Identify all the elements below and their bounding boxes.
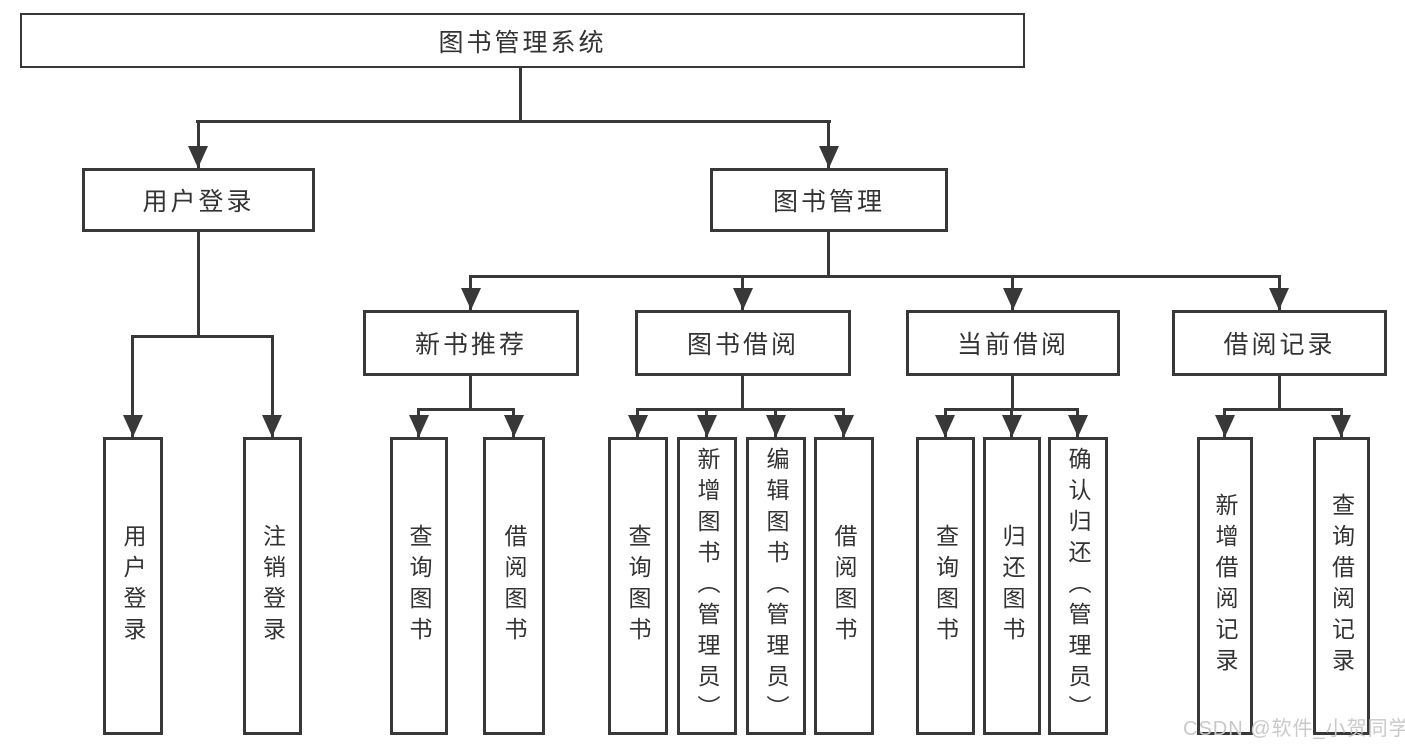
connector-line — [417, 408, 515, 411]
connector-line — [1011, 376, 1014, 408]
connector-line — [271, 335, 274, 437]
connector-line — [741, 376, 744, 408]
leaf-user-login: 用户登录 — [103, 437, 163, 735]
arrowhead-icon — [1068, 415, 1088, 437]
connector-line — [827, 232, 830, 275]
leaf-confirm-return-admin: 确认归还（管理员） — [1048, 437, 1108, 735]
node-borrow-records-label: 借阅记录 — [1223, 331, 1336, 359]
connector-line — [131, 335, 134, 437]
leaf-query-books-borrowing: 查询图书 — [608, 437, 668, 735]
leaf-query-borrow-record: 查询借阅记录 — [1313, 437, 1370, 735]
connector-line — [469, 376, 472, 408]
arrowhead-icon — [262, 415, 282, 437]
leaf-return-books-label: 归还图书 — [999, 524, 1025, 648]
node-book-borrowing: 图书借阅 — [635, 310, 851, 376]
arrowhead-icon — [1002, 415, 1022, 437]
node-user-login: 用户登录 — [82, 168, 315, 232]
arrowhead-icon — [766, 415, 786, 437]
leaf-add-books-admin-label: 新增图书（管理员） — [694, 446, 720, 726]
connector-line — [197, 232, 200, 335]
node-library-system: 图书管理系统 — [20, 13, 1025, 68]
leaf-confirm-return-admin-label: 确认归还（管理员） — [1065, 446, 1091, 726]
arrowhead-icon — [733, 288, 753, 310]
connector-line — [197, 120, 200, 168]
leaf-query-books-recommend-label: 查询图书 — [406, 524, 432, 648]
connector-line — [131, 335, 274, 338]
arrowhead-icon — [1215, 415, 1235, 437]
connector-line — [636, 408, 845, 411]
leaf-logout-label: 注销登录 — [259, 524, 286, 648]
arrowhead-icon — [1003, 288, 1023, 310]
leaf-add-borrow-record: 新增借阅记录 — [1197, 437, 1253, 735]
leaf-borrow-books-recommend: 借阅图书 — [483, 437, 545, 735]
connector-line — [827, 120, 830, 168]
arrowhead-icon — [1269, 288, 1289, 310]
node-library-system-label: 图书管理系统 — [438, 28, 607, 57]
leaf-query-books-recommend: 查询图书 — [390, 437, 448, 735]
node-user-login-label: 用户登录 — [142, 188, 255, 216]
arrowhead-icon — [834, 415, 854, 437]
connector-line — [1223, 408, 1343, 411]
node-current-borrowing-label: 当前借阅 — [956, 331, 1069, 359]
leaf-edit-books-admin-label: 编辑图书（管理员） — [763, 446, 789, 726]
connector-line — [519, 67, 522, 120]
arrowhead-icon — [1331, 415, 1351, 437]
leaf-query-books-current: 查询图书 — [916, 437, 975, 735]
leaf-user-login-label: 用户登录 — [120, 524, 146, 648]
leaf-return-books: 归还图书 — [983, 437, 1041, 735]
node-new-book-recommend-label: 新书推荐 — [414, 331, 527, 359]
leaf-borrow-books: 借阅图书 — [814, 437, 874, 735]
leaf-edit-books-admin: 编辑图书（管理员） — [746, 437, 806, 735]
leaf-add-borrow-record-label: 新增借阅记录 — [1212, 493, 1238, 679]
leaf-query-books-current-label: 查询图书 — [932, 524, 959, 648]
leaf-query-books-borrowing-label: 查询图书 — [625, 524, 651, 648]
arrowhead-icon — [504, 415, 524, 437]
arrowhead-icon — [697, 415, 717, 437]
node-book-borrowing-label: 图书借阅 — [686, 331, 799, 359]
watermark: CSDN @软件_小贺同学 — [1183, 718, 1405, 740]
arrowhead-icon — [935, 415, 955, 437]
node-current-borrowing: 当前借阅 — [906, 310, 1120, 376]
leaf-query-borrow-record-label: 查询借阅记录 — [1328, 493, 1355, 679]
leaf-logout: 注销登录 — [243, 437, 302, 735]
node-book-management: 图书管理 — [710, 168, 948, 232]
arrowhead-icon — [819, 146, 839, 168]
node-book-management-label: 图书管理 — [772, 188, 885, 216]
arrowhead-icon — [409, 415, 429, 437]
connector-line — [469, 275, 1281, 278]
node-new-book-recommend: 新书推荐 — [363, 310, 579, 376]
arrowhead-icon — [461, 288, 481, 310]
arrowhead-icon — [123, 415, 143, 437]
connector-line — [196, 120, 831, 123]
node-borrow-records: 借阅记录 — [1172, 310, 1387, 376]
leaf-add-books-admin: 新增图书（管理员） — [677, 437, 737, 735]
arrowhead-icon — [188, 146, 208, 168]
leaf-borrow-books-label: 借阅图书 — [831, 524, 857, 648]
connector-line — [1278, 376, 1281, 408]
arrowhead-icon — [628, 415, 648, 437]
leaf-borrow-books-recommend-label: 借阅图书 — [501, 524, 527, 648]
